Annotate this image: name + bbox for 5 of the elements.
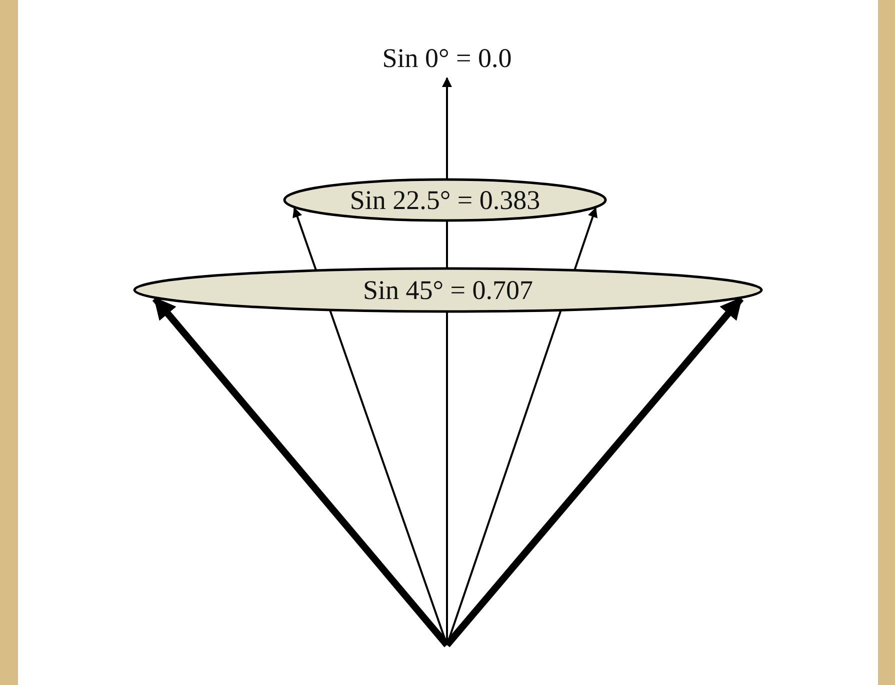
vector-arrow: [444, 296, 744, 648]
sine-value-label: Sin 0° = 0.0: [382, 42, 512, 74]
sine-value-label: Sin 45° = 0.707: [362, 274, 534, 306]
vector-arrow: [152, 296, 450, 648]
sine-value-label: Sin 22.5° = 0.383: [350, 184, 540, 216]
